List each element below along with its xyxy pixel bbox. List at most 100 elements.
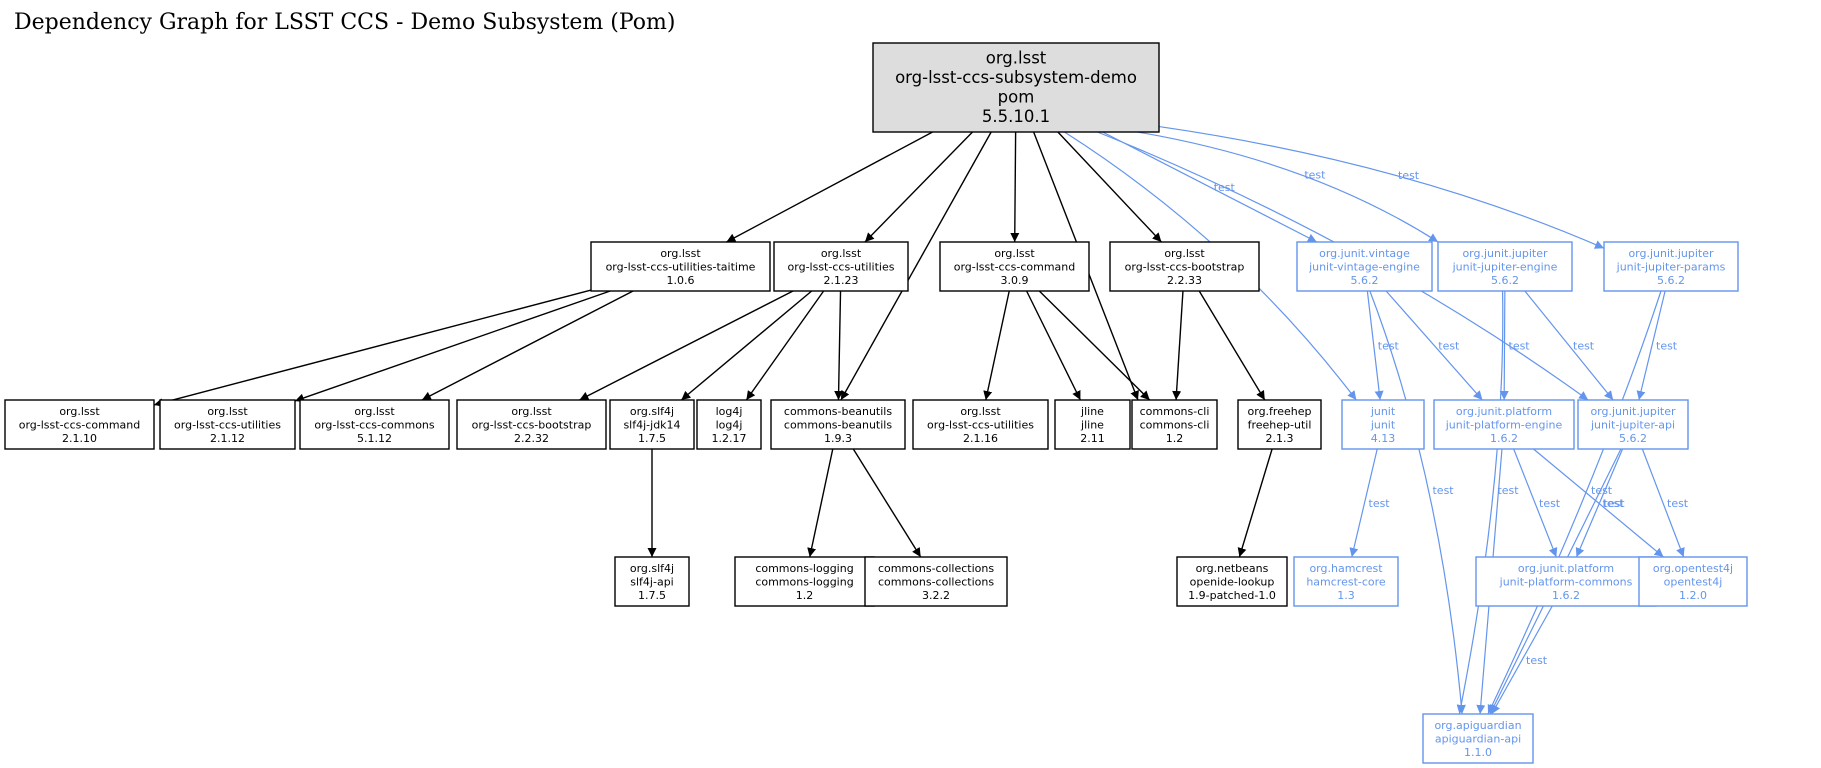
edge-label: test [1369, 497, 1391, 510]
edge-root-to-boot2233 [1057, 131, 1162, 243]
node-label-line: 2.1.10 [62, 432, 97, 445]
node-label-line: org.lsst [960, 405, 1001, 418]
node-label-line: org.junit.platform [1518, 562, 1614, 575]
node-box [456, 399, 607, 450]
node-label-line: 5.6.2 [1657, 274, 1685, 287]
node-box [1577, 399, 1689, 450]
node-label-line: 3.2.2 [922, 589, 950, 602]
node-box [614, 556, 690, 607]
node-box [872, 42, 1160, 133]
node-label-line: 2.2.32 [514, 432, 549, 445]
edge-junit-to-hamcrest [1349, 448, 1378, 558]
node-label-line: org.opentest4j [1653, 562, 1733, 575]
edge-label: test [1604, 497, 1626, 510]
node-label-line: 1.2 [1166, 432, 1184, 445]
node-label-line: 3.0.9 [1001, 274, 1029, 287]
node-box [773, 241, 909, 292]
node-label-line: org.junit.vintage [1319, 247, 1410, 260]
edge-label: test [1509, 340, 1531, 353]
node-label-line: commons-collections [878, 575, 994, 588]
node-box [939, 241, 1090, 292]
node-label-line: junit-jupiter-engine [1452, 260, 1558, 273]
node-label-line: apiguardian-api [1435, 732, 1521, 745]
node-label-line: commons-logging [755, 575, 853, 588]
node-box [159, 399, 296, 450]
node-label-line: junit-jupiter-params [1616, 260, 1726, 273]
node-label-line: 1.6.2 [1552, 589, 1580, 602]
node-label-line: pom [998, 88, 1035, 107]
edge-jupapi-to-platcommons [1575, 448, 1624, 558]
node-label-line: junit-platform-commons [1499, 575, 1633, 588]
edge-jupengine-to-jupapi [1524, 290, 1614, 401]
node-jupparams: org.junit.jupiterjunit-jupiter-params5.6… [1603, 241, 1739, 292]
node-label-line: org-lsst-ccs-bootstrap [1125, 260, 1245, 273]
node-platengine: org.junit.platformjunit-platform-engine1… [1433, 399, 1575, 450]
edge-root-to-jupengine [1137, 131, 1439, 243]
node-label-line: org.junit.jupiter [1590, 405, 1676, 418]
node-root: org.lsstorg-lsst-ccs-subsystem-demopom5.… [872, 42, 1160, 133]
node-label-line: hamcrest-core [1306, 575, 1386, 588]
edge-label: test [1304, 169, 1326, 182]
node-box [1437, 241, 1573, 292]
node-box [1109, 241, 1260, 292]
node-box [1176, 556, 1288, 607]
edge-label: test [1573, 340, 1595, 353]
node-label-line: org.slf4j [630, 562, 674, 575]
edge-vintage-to-apiguardian [1369, 290, 1466, 715]
edge-boot2233-to-cli [1172, 290, 1184, 401]
edge-root-to-cmd309 [1010, 131, 1020, 243]
node-platcommons: org.junit.platformjunit-platform-commons… [1475, 556, 1657, 607]
node-label-line: org-lsst-ccs-utilities [174, 418, 281, 431]
node-box [1341, 399, 1425, 450]
node-label-line: 1.9-patched-1.0 [1188, 589, 1276, 602]
node-box [1131, 399, 1218, 450]
node-box [864, 556, 1008, 607]
node-label-line: freehep-util [1248, 418, 1312, 431]
edge-root-to-beanutils [840, 131, 992, 401]
node-label-line: 1.9.3 [824, 432, 852, 445]
node-label-line: 1.3 [1337, 589, 1355, 602]
node-label-line: 5.6.2 [1351, 274, 1379, 287]
node-label-line: 2.1.3 [1266, 432, 1294, 445]
node-label-line: org.lsst [986, 49, 1047, 68]
node-label-line: org-lsst-ccs-utilities-taitime [606, 260, 756, 273]
node-box [590, 241, 771, 292]
edge-util2123-to-log4j [745, 290, 825, 401]
node-label-line: org-lsst-ccs-command [954, 260, 1076, 273]
node-label-line: org.lsst [511, 405, 552, 418]
node-box [1422, 713, 1534, 764]
node-box [1293, 556, 1399, 607]
node-label-line: org.hamcrest [1309, 562, 1383, 575]
node-label-line: org.lsst [1164, 247, 1205, 260]
node-label-line: 5.1.12 [357, 432, 392, 445]
node-label-line: org.netbeans [1196, 562, 1269, 575]
node-label-line: org.slf4j [630, 405, 674, 418]
node-label-line: 5.6.2 [1619, 432, 1647, 445]
edge-label: test [1432, 484, 1454, 497]
node-label-line: 2.11 [1080, 432, 1105, 445]
node-box [609, 399, 695, 450]
edge-root-to-util2123 [864, 131, 973, 243]
node-label-line: jline [1080, 405, 1104, 418]
edge-taitime-to-cmd2110 [153, 289, 592, 407]
node-box [1237, 399, 1322, 450]
node-label-line: org.lsst [207, 405, 248, 418]
edge-label: test [1539, 497, 1561, 510]
node-label-line: org-lsst-ccs-utilities [927, 418, 1034, 431]
edge-label: test [1438, 340, 1460, 353]
edge-platengine-to-opentest4j [1533, 448, 1664, 558]
node-label-line: 1.1.0 [1464, 746, 1492, 759]
node-label-line: commons-beanutils [784, 405, 892, 418]
node-box [4, 399, 155, 450]
node-label-line: 5.5.10.1 [982, 107, 1050, 126]
